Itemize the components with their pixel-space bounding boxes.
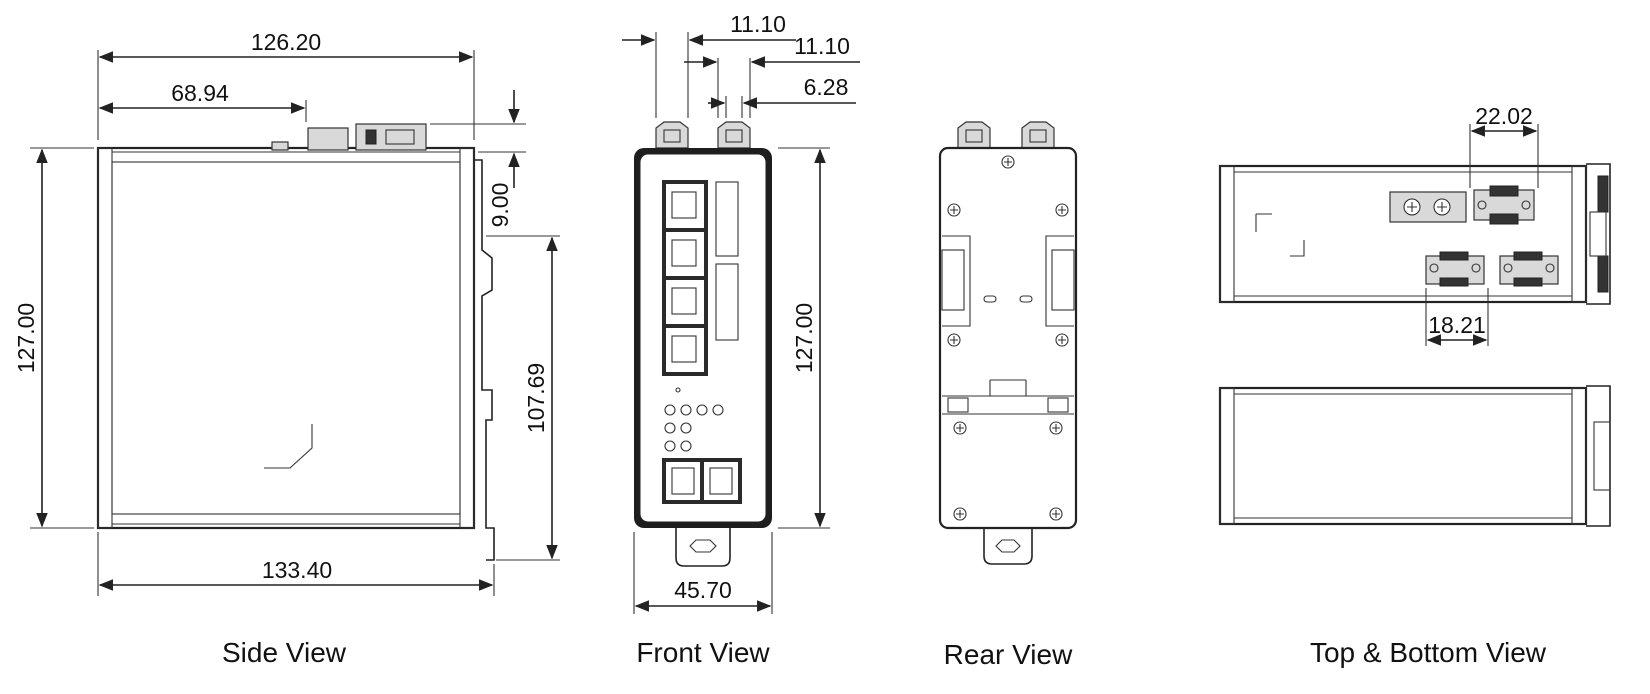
side-dim-133: 133.40 [262, 557, 332, 583]
side-body-outline [96, 146, 476, 530]
top-bottom-view: 22.02 18.21 Top & Bottom View [1218, 103, 1611, 668]
front-clip-left [655, 121, 689, 149]
front-view-caption: Front View [636, 637, 770, 668]
top-dim-22: 22.02 [1475, 103, 1533, 129]
rear-mount-tab [983, 528, 1033, 565]
front-clip-right [717, 121, 751, 149]
front-dim-6: 6.28 [804, 74, 849, 100]
side-dim-107: 107.69 [523, 363, 549, 433]
side-dim-126: 126.20 [251, 29, 321, 55]
front-status-leds [664, 387, 724, 452]
front-label-area-bottom [715, 263, 739, 341]
side-view-caption: Side View [222, 637, 347, 668]
front-dim-11a: 11.10 [730, 11, 786, 37]
side-corner-mark [264, 424, 313, 469]
front-console-ports [662, 458, 742, 504]
side-top-connectors [271, 123, 427, 151]
front-label-area-top [715, 181, 739, 257]
top-dim-18: 18.21 [1428, 312, 1486, 338]
side-dim-127: 127.00 [13, 303, 39, 373]
front-view: 11.10 11.10 6.28 127.00 45.70 Front View [622, 11, 860, 668]
rear-view: Rear View [938, 121, 1078, 670]
front-ethernet-ports [662, 180, 708, 376]
rear-screws [947, 155, 1069, 521]
top-screw-terminal [1389, 191, 1467, 223]
bottom-view-body [1218, 385, 1611, 527]
side-dim-68: 68.94 [171, 80, 229, 106]
side-din-clip [474, 159, 495, 561]
side-view: 126.20 68.94 127.00 9.00 107.69 133.40 S… [13, 29, 560, 668]
front-dim-45: 45.70 [674, 577, 732, 603]
rear-body-outline [938, 146, 1078, 530]
rear-view-caption: Rear View [944, 639, 1073, 670]
side-dim-9: 9.00 [487, 183, 513, 228]
bottom-body-outline [1218, 386, 1588, 526]
front-dim-127: 127.00 [791, 303, 817, 373]
front-mount-tab [675, 528, 731, 567]
top-bottom-view-caption: Top & Bottom View [1310, 637, 1547, 668]
top-view-body [1218, 163, 1611, 305]
front-dim-11b: 11.10 [794, 33, 850, 59]
